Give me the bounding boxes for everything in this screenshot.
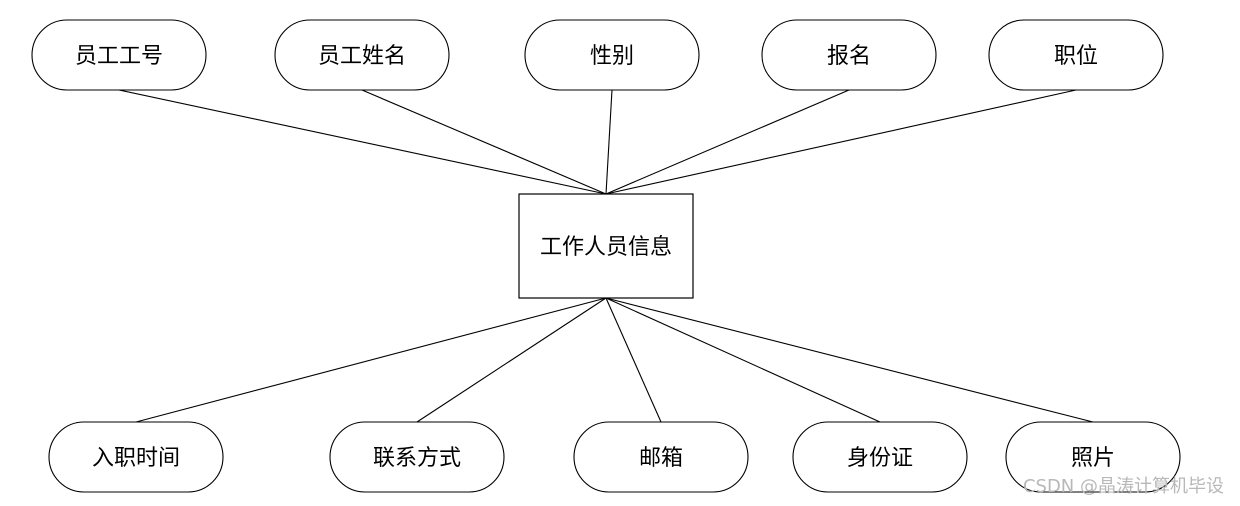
connector-lines [118, 89, 1094, 423]
attribute-label: 身份证 [847, 446, 913, 471]
entity-node: 工作人员信息 [518, 193, 694, 299]
connector-gender [605, 89, 613, 195]
connector-email [605, 297, 662, 423]
attribute-email: 邮箱 [573, 421, 749, 493]
watermark: CSDN @晶涛计算机毕设 [1022, 476, 1224, 497]
entity-box [518, 193, 694, 299]
attribute-oval [761, 19, 937, 91]
attribute-photo: 照片 [1005, 421, 1181, 493]
connector-photo [605, 297, 1094, 423]
attribute-oval [329, 421, 505, 493]
attribute-gender: 性别 [524, 19, 700, 91]
attribute-label: 邮箱 [639, 446, 683, 471]
attribute-oval [573, 421, 749, 493]
attribute-id-card: 身份证 [792, 421, 968, 493]
connector-contact [416, 297, 607, 423]
attribute-oval [988, 19, 1164, 91]
attribute-oval [48, 421, 224, 493]
connector-employee-name [361, 89, 607, 195]
attribute-employee-id: 员工工号 [31, 19, 207, 91]
attribute-contact: 联系方式 [329, 421, 505, 493]
attribute-label: 报名 [827, 44, 871, 69]
connector-employee-id [118, 89, 607, 195]
attribute-oval [274, 19, 450, 91]
attribute-position: 职位 [988, 19, 1164, 91]
attribute-oval [1005, 421, 1181, 493]
entity-label: 工作人员信息 [540, 235, 672, 260]
attribute-label: 性别 [590, 44, 634, 69]
attribute-label: 入职时间 [92, 446, 180, 471]
attribute-label: 员工姓名 [318, 44, 406, 69]
attribute-label: 照片 [1071, 446, 1115, 471]
connector-position [605, 89, 1077, 195]
attribute-employee-name: 员工姓名 [274, 19, 450, 91]
attribute-oval [524, 19, 700, 91]
attribute-label: 职位 [1054, 44, 1098, 69]
attribute-oval [31, 19, 207, 91]
attribute-oval [792, 421, 968, 493]
connector-id-card [605, 297, 881, 423]
attribute-registration: 报名 [761, 19, 937, 91]
connector-hire-date [135, 297, 607, 423]
attribute-hire-date: 入职时间 [48, 421, 224, 493]
attribute-label: 联系方式 [373, 446, 461, 471]
connector-registration [605, 89, 850, 195]
attribute-label: 员工工号 [75, 44, 163, 69]
